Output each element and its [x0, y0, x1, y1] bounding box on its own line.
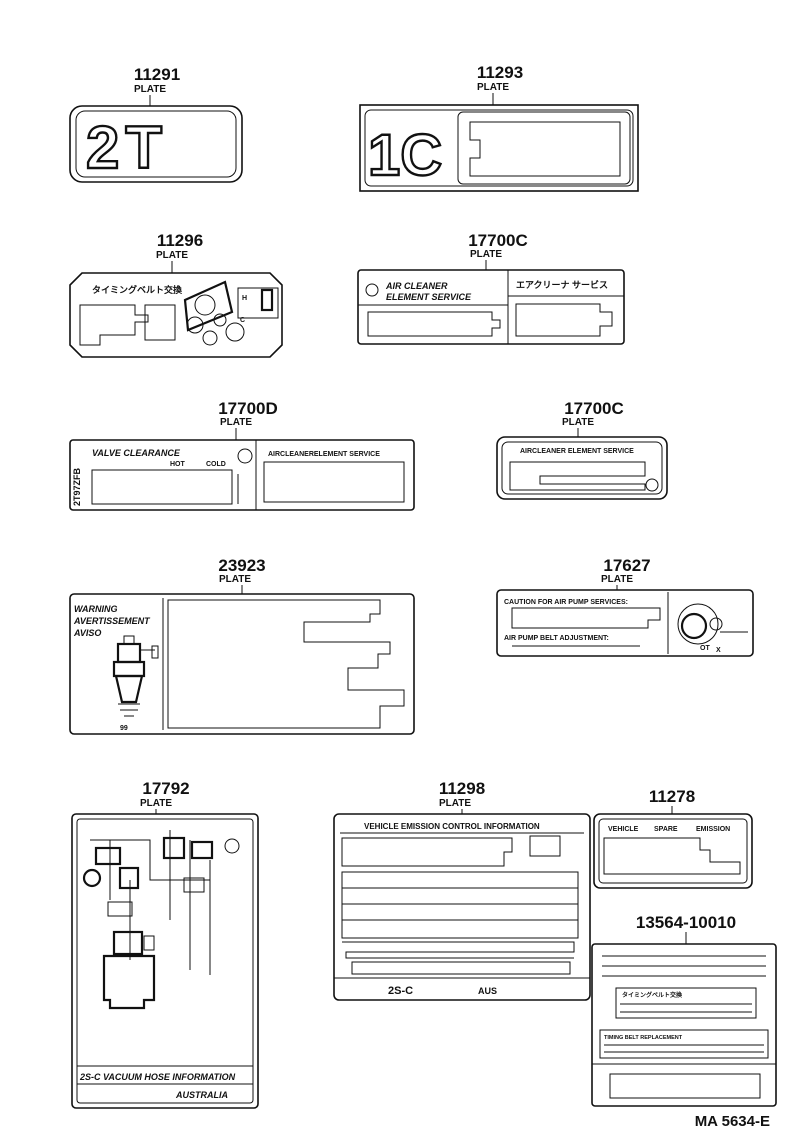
- item-23923: 23923 PLATE WARNING AVERTISSEMENT AVISO …: [69, 556, 415, 735]
- svg-text:C: C: [240, 317, 245, 324]
- part-number: 11298: [439, 779, 485, 798]
- timing-belt-replacement-text: TIMING BELT REPLACEMENT: [604, 1035, 683, 1041]
- engine-code-text: 2T97ZFB: [72, 467, 82, 506]
- warning-text: WARNING: [74, 604, 118, 614]
- svg-text:OT: OT: [700, 645, 710, 652]
- part-number: 11278: [649, 787, 695, 806]
- air-cleaner-jp-text: エアクリーナ サービス: [516, 279, 608, 290]
- item-11298: 11298 PLATE VEHICLE EMISSION CONTROL INF…: [333, 779, 591, 1001]
- plate-label: PLATE: [156, 250, 188, 261]
- item-11291: 11291 PLATE 2T: [69, 65, 243, 183]
- plate-label: PLATE: [439, 798, 471, 809]
- plate-label: PLATE: [140, 798, 172, 809]
- part-number: 11291: [134, 65, 180, 84]
- spare-text: SPARE: [654, 826, 678, 833]
- part-number: 17627: [603, 556, 650, 575]
- plate-timing-belt: タイミングベルト交換 H C: [69, 272, 283, 358]
- item-17700c-b: 17700C PLATE AIRCLEANER ELEMENT SERVICE: [496, 399, 668, 500]
- part-number: 23923: [218, 556, 265, 575]
- plate-label: PLATE: [470, 249, 502, 260]
- air-pump-caution-text: CAUTION FOR AIR PUMP SERVICES:: [504, 599, 628, 606]
- part-number: 17700C: [468, 231, 528, 250]
- plate-label: PLATE: [477, 82, 509, 93]
- emission-text: EMISSION: [696, 826, 730, 833]
- plate-label: PLATE: [219, 574, 251, 585]
- plate-emission-control: VEHICLE EMISSION CONTROL INFORMATION 2S-…: [333, 813, 591, 1001]
- air-cleaner-element-text: AIRCLEANER ELEMENT SERVICE: [520, 448, 634, 455]
- plate-warning: WARNING AVERTISSEMENT AVISO 99: [69, 593, 415, 735]
- aviso-text: AVISO: [73, 628, 101, 638]
- item-11296: 11296 PLATE タイミングベルト交換 H C: [69, 231, 283, 358]
- part-number: 11296: [157, 231, 203, 250]
- timing-belt-text: タイミングベルト交換: [92, 284, 183, 295]
- plate-air-cleaner: AIR CLEANER ELEMENT SERVICE エアクリーナ サービス: [357, 269, 625, 345]
- item-17700d: 17700D PLATE 2T97ZFB VALVE CLEARANCE HOT…: [69, 399, 415, 511]
- plate-2t-text: 2T: [86, 114, 168, 181]
- part-number: 17792: [142, 779, 189, 798]
- plate-1c-text: 1C: [368, 123, 442, 188]
- item-17700c-a: 17700C PLATE AIR CLEANER ELEMENT SERVICE…: [357, 231, 625, 345]
- plate-label: PLATE: [562, 417, 594, 428]
- catalog-reference: MA 5634-E: [695, 1113, 770, 1130]
- part-number: 17700C: [564, 399, 624, 418]
- air-cleaner-service-text: AIRCLEANERELEMENT SERVICE: [268, 451, 380, 458]
- plate-1c: 1C: [359, 104, 639, 192]
- plate-valve-clearance: 2T97ZFB VALVE CLEARANCE HOT COLD AIRCLEA…: [69, 439, 415, 511]
- plate-2t: 2T: [69, 105, 243, 183]
- plate-air-cleaner-element: AIRCLEANER ELEMENT SERVICE: [496, 436, 668, 500]
- item-17627: 17627 PLATE CAUTION FOR AIR PUMP SERVICE…: [496, 556, 754, 657]
- plate-air-pump: CAUTION FOR AIR PUMP SERVICES: AIR PUMP …: [496, 589, 754, 657]
- australia-text: AUSTRALIA: [175, 1090, 228, 1100]
- plate-label: PLATE: [134, 84, 166, 95]
- part-number: 11293: [477, 63, 523, 82]
- item-13564-10010: 13564-10010 タイミングベルト交換 TIMING BELT REPLA…: [591, 913, 777, 1107]
- svg-text:X: X: [716, 647, 721, 654]
- air-cleaner-text: AIR CLEANER: [385, 281, 448, 291]
- avertissement-text: AVERTISSEMENT: [73, 616, 151, 626]
- item-11293: 11293 PLATE 1C: [359, 63, 639, 192]
- vehicle-text: VEHICLE: [608, 826, 639, 833]
- plate-label: PLATE: [601, 574, 633, 585]
- plate-timing-belt-replacement: タイミングベルト交換 TIMING BELT REPLACEMENT: [591, 943, 777, 1107]
- timing-belt-jp-text: タイミングベルト交換: [622, 991, 683, 999]
- svg-text:99: 99: [120, 725, 128, 732]
- air-pump-belt-text: AIR PUMP BELT ADJUSTMENT:: [504, 635, 609, 642]
- hot-text: HOT: [170, 461, 186, 468]
- plate-vacuum-hose: 2S-C VACUUM HOSE INFORMATION AUSTRALIA: [71, 813, 259, 1109]
- plate-label: PLATE: [220, 417, 252, 428]
- part-number: 17700D: [218, 399, 278, 418]
- engine-2sc-text: 2S-C: [388, 985, 413, 997]
- plate-vehicle-emission: VEHICLE SPARE EMISSION: [593, 813, 753, 889]
- element-service-text: ELEMENT SERVICE: [386, 292, 472, 302]
- cold-text: COLD: [206, 461, 226, 468]
- vacuum-hose-text: 2S-C VACUUM HOSE INFORMATION: [79, 1072, 236, 1082]
- emission-control-text: VEHICLE EMISSION CONTROL INFORMATION: [364, 822, 540, 831]
- svg-text:H: H: [242, 295, 247, 302]
- part-number: 13564-10010: [636, 913, 736, 932]
- item-17792: 17792 PLATE 2S-C VACUUM HOSE INFORMATION…: [71, 779, 259, 1109]
- aus-text: AUS: [478, 986, 497, 996]
- item-11278: 11278 VEHICLE SPARE EMISSION: [593, 787, 753, 889]
- valve-clearance-text: VALVE CLEARANCE: [92, 448, 181, 458]
